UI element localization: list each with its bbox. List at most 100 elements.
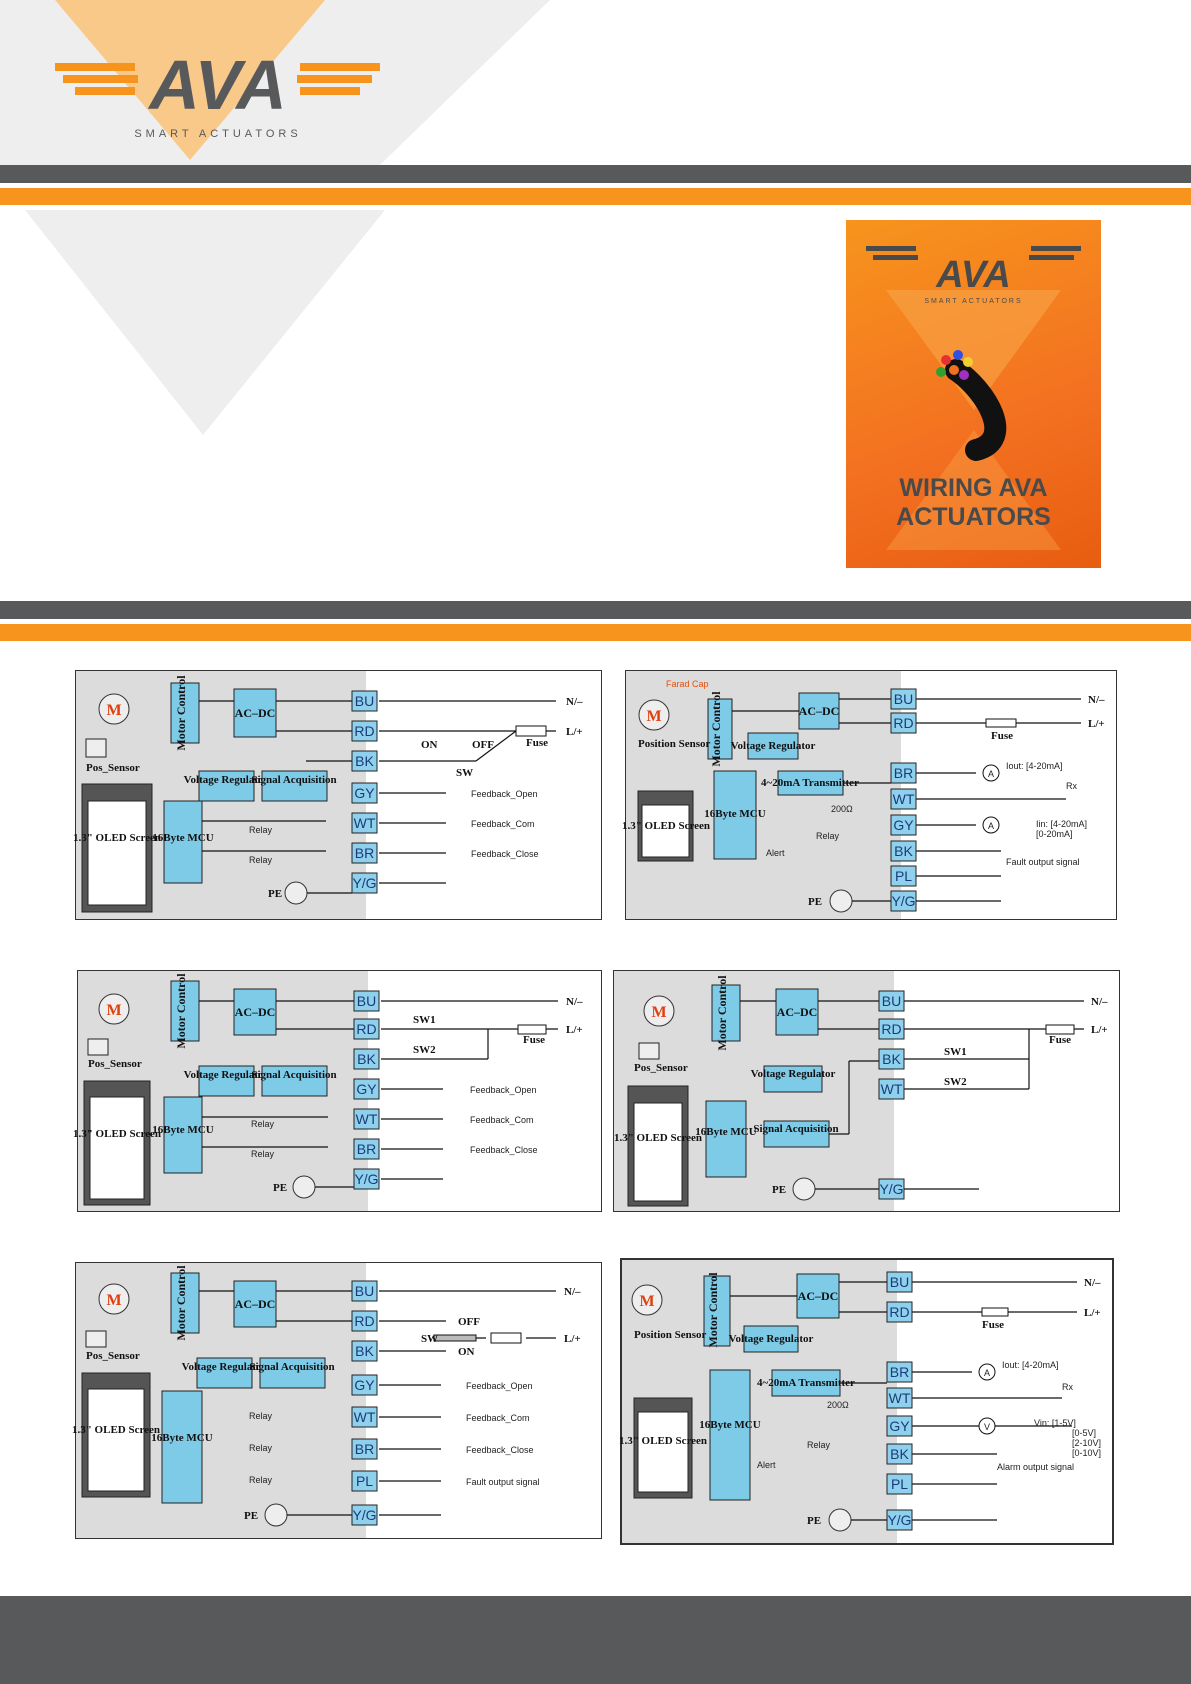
wiring-diagram-3: M Motor Control AC–DC Pos_Sensor Voltage… [73, 970, 602, 1212]
cover-tagline: SMART ACTUATORS [924, 298, 1023, 305]
terminal-label: GY [889, 1418, 910, 1434]
terminal-block [351, 1406, 378, 1428]
svg-text:16Byte MCU: 16Byte MCU [704, 808, 765, 820]
svg-text:Fuse: Fuse [523, 1034, 545, 1046]
terminal-label: WT [354, 815, 376, 831]
terminal-block [351, 750, 378, 772]
svg-text:Rx: Rx [1066, 781, 1077, 791]
motor-icon: M [106, 1292, 121, 1309]
svg-text:SW2: SW2 [413, 1044, 436, 1056]
terminal-block [351, 1504, 378, 1526]
svg-text:Motor Control: Motor Control [715, 975, 729, 1051]
svg-text:Vin: [1-5V]: Vin: [1-5V] [1034, 1418, 1076, 1428]
svg-text:Voltage Regulator: Voltage Regulator [182, 1361, 267, 1373]
terminal-block [351, 1310, 378, 1332]
svg-text:Motor Control: Motor Control [174, 675, 188, 751]
svg-text:Voltage Regulator: Voltage Regulator [184, 1069, 269, 1081]
terminal-label: BU [894, 691, 913, 707]
terminal-block [351, 1470, 378, 1492]
svg-text:Signal Acquisition: Signal Acquisition [753, 1123, 838, 1135]
svg-text:L/+: L/+ [1091, 1024, 1108, 1036]
svg-text:AC–DC: AC–DC [235, 1297, 276, 1311]
terminal-block [878, 990, 905, 1012]
cover-title-line1: WIRING AVA [899, 474, 1048, 502]
svg-text:PE: PE [273, 1182, 287, 1194]
svg-text:A: A [988, 821, 994, 831]
terminal-block [886, 1361, 913, 1383]
terminal-block [353, 990, 380, 1012]
terminal-label: Y/G [891, 893, 915, 909]
wiring-diagram-4: M Motor Control AC–DC Pos_Sensor Voltage… [613, 970, 1120, 1212]
terminal-label: BR [890, 1364, 909, 1380]
terminal-label: BK [355, 1343, 374, 1359]
svg-text:A: A [984, 1368, 990, 1378]
terminal-block [886, 1271, 913, 1293]
terminal-label: RD [354, 1313, 374, 1329]
terminal-block [890, 865, 917, 887]
terminal-label: BK [890, 1446, 909, 1462]
terminal-block [351, 1374, 378, 1396]
header-triangle [0, 0, 560, 165]
terminal-block [353, 1168, 380, 1190]
svg-text:Motor Control: Motor Control [174, 1265, 188, 1341]
svg-text:N/–: N/– [564, 1286, 581, 1298]
terminal-block [890, 788, 917, 810]
svg-text:SW: SW [456, 767, 473, 779]
svg-text:Position Sensor: Position Sensor [638, 738, 711, 750]
terminal-block [353, 1108, 380, 1130]
terminal-block [351, 720, 378, 742]
svg-text:Iout: [4-20mA]: Iout: [4-20mA] [1002, 1360, 1059, 1370]
svg-text:Fuse: Fuse [526, 737, 548, 749]
terminal-block [890, 688, 917, 710]
svg-text:Voltage Regulator: Voltage Regulator [751, 1068, 836, 1080]
svg-text:AC–DC: AC–DC [799, 704, 840, 718]
terminal-label: BK [355, 753, 374, 769]
decorative-triangle [25, 210, 385, 440]
svg-text:Feedback_Close: Feedback_Close [466, 1445, 534, 1455]
cover-logo-text: AVA [936, 254, 1011, 296]
terminal-block [886, 1443, 913, 1465]
svg-text:PE: PE [772, 1184, 786, 1196]
logo-text: AVA [147, 46, 286, 124]
svg-text:A: A [988, 769, 994, 779]
svg-text:16Byte MCU: 16Byte MCU [695, 1126, 756, 1138]
terminal-block [351, 1438, 378, 1460]
svg-text:Signal Acquisition: Signal Acquisition [249, 1361, 334, 1373]
svg-text:1.3" OLED Screen: 1.3" OLED Screen [622, 820, 710, 832]
svg-text:Signal Acquisition: Signal Acquisition [251, 1069, 336, 1081]
terminal-label: BK [882, 1051, 901, 1067]
svg-text:1.3" OLED Screen: 1.3" OLED Screen [72, 1424, 160, 1436]
terminal-label: RD [893, 715, 913, 731]
svg-text:Alert: Alert [757, 1460, 776, 1470]
section-band-orange [0, 624, 1191, 641]
terminal-block [351, 690, 378, 712]
terminal-block [353, 1048, 380, 1070]
svg-text:Relay: Relay [249, 855, 273, 865]
svg-text:PE: PE [808, 896, 822, 908]
terminal-block [351, 812, 378, 834]
svg-text:SW: SW [421, 1333, 438, 1345]
terminal-block [890, 840, 917, 862]
terminal-block [878, 1048, 905, 1070]
svg-text:Feedback_Close: Feedback_Close [470, 1145, 538, 1155]
svg-text:Relay: Relay [249, 825, 273, 835]
terminal-block [351, 1340, 378, 1362]
cover-title: WIRING AVA ACTUATORS [846, 474, 1101, 532]
svg-text:16Byte MCU: 16Byte MCU [152, 1124, 213, 1136]
svg-text:Iin: [4-20mA]: Iin: [4-20mA] [1036, 819, 1087, 829]
terminal-label: BR [357, 1141, 376, 1157]
svg-text:Pos_Sensor: Pos_Sensor [634, 1062, 688, 1074]
svg-text:Feedback_Open: Feedback_Open [466, 1381, 533, 1391]
terminal-label: Y/G [352, 875, 376, 891]
terminal-label: BU [890, 1274, 909, 1290]
terminal-block [890, 814, 917, 836]
terminal-block [351, 842, 378, 864]
svg-text:Pos_Sensor: Pos_Sensor [86, 762, 140, 774]
terminal-label: BK [357, 1051, 376, 1067]
svg-text:N/–: N/– [1088, 694, 1105, 706]
terminal-block [886, 1509, 913, 1531]
header-band-orange [0, 188, 1191, 205]
terminal-label: RD [889, 1304, 909, 1320]
svg-text:1.3" OLED Screen: 1.3" OLED Screen [614, 1132, 702, 1144]
